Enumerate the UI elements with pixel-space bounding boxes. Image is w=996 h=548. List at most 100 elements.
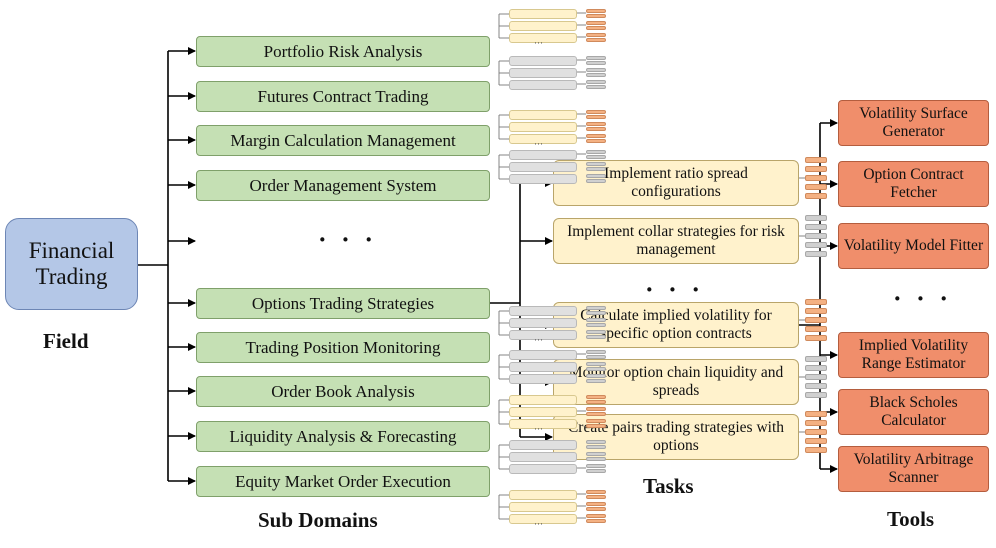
tool-option-contract-fetcher: Option Contract Fetcher xyxy=(838,161,989,207)
tool-label: Volatility Arbitrage Scanner xyxy=(853,451,974,486)
faded-tool-node xyxy=(805,215,827,221)
faded-task-node xyxy=(509,502,577,512)
faded-task-node xyxy=(509,21,577,31)
faded-tool-node xyxy=(586,374,606,378)
task-label: Implement collar strategies for risk man… xyxy=(567,223,785,258)
tool-label: Option Contract Fetcher xyxy=(863,166,964,201)
faded-tool-node xyxy=(805,184,827,190)
sub-domain-options-trading-strategies: Options Trading Strategies xyxy=(196,288,490,319)
faded-tool-node xyxy=(805,356,827,362)
sub-domain-label: Margin Calculation Management xyxy=(230,130,456,150)
tool-label: Implied Volatility Range Estimator xyxy=(858,337,969,372)
faded-tool-node xyxy=(586,38,606,42)
faded-tool-node xyxy=(805,335,827,341)
faded-tool-node xyxy=(805,411,827,417)
faded-task-node xyxy=(509,440,577,450)
task-label: Create pairs trading strategies with opt… xyxy=(567,419,785,454)
faded-tool-node xyxy=(586,162,606,166)
faded-tool-node xyxy=(805,166,827,172)
faded-tool-node xyxy=(586,335,606,339)
faded-task-node xyxy=(509,452,577,462)
faded-tool-node xyxy=(586,424,606,428)
faded-tool-node xyxy=(586,110,606,114)
faded-tool-node xyxy=(586,311,606,315)
faded-tool-node xyxy=(805,308,827,314)
faded-tool-node xyxy=(586,306,606,310)
tool-ellipsis: · · · xyxy=(893,284,953,313)
faded-task-node xyxy=(509,464,577,474)
faded-tool-node xyxy=(586,155,606,159)
faded-task-node xyxy=(509,122,577,132)
faded-task-node xyxy=(509,490,577,500)
faded-tool-node xyxy=(586,139,606,143)
faded-tool-node xyxy=(586,80,606,84)
faded-tool-node xyxy=(805,251,827,257)
faded-task-node xyxy=(509,110,577,120)
tasks-caption: Tasks xyxy=(643,474,694,498)
faded-tool-node xyxy=(805,429,827,435)
faded-tool-node xyxy=(586,464,606,468)
faded-tool-node xyxy=(586,9,606,13)
faded-task-node xyxy=(509,80,577,90)
faded-task-node xyxy=(509,350,577,360)
faded-tool-node xyxy=(805,193,827,199)
faded-tool-node xyxy=(805,326,827,332)
faded-tool-node xyxy=(586,330,606,334)
sub-domain-portfolio-risk-analysis: Portfolio Risk Analysis xyxy=(196,36,490,67)
faded-task-node xyxy=(509,9,577,19)
faded-tool-node xyxy=(586,174,606,178)
sub-domain-order-book-analysis: Order Book Analysis xyxy=(196,376,490,407)
tool-volatility-arbitrage-scanner: Volatility Arbitrage Scanner xyxy=(838,446,989,492)
faded-tool-node xyxy=(586,323,606,327)
faded-tool-node xyxy=(586,14,606,18)
faded-tool-node xyxy=(805,447,827,453)
faded-tool-node xyxy=(805,365,827,371)
faded-tool-node xyxy=(805,242,827,248)
faded-tool-node xyxy=(586,362,606,366)
faded-tool-node xyxy=(586,469,606,473)
faded-tool-node xyxy=(586,367,606,371)
faded-tool-node xyxy=(586,407,606,411)
faded-tool-node xyxy=(805,420,827,426)
faded-tool-node xyxy=(805,438,827,444)
faded-tool-node xyxy=(586,134,606,138)
faded-tool-node xyxy=(586,33,606,37)
faded-tool-node xyxy=(586,440,606,444)
faded-tool-node xyxy=(805,392,827,398)
faded-tool-node xyxy=(586,179,606,183)
faded-task-node xyxy=(509,318,577,328)
faded-task-node xyxy=(509,150,577,160)
faded-tool-node xyxy=(586,507,606,511)
sub-domain-order-management-system: Order Management System xyxy=(196,170,490,201)
faded-tool-node xyxy=(586,457,606,461)
faded-tool-node xyxy=(586,452,606,456)
faded-task-node xyxy=(509,514,577,524)
faded-tool-node xyxy=(586,61,606,65)
sub-domain-label: Liquidity Analysis & Forecasting xyxy=(229,426,457,446)
tool-label: Volatility Surface Generator xyxy=(859,105,968,140)
faded-tool-node xyxy=(586,490,606,494)
faded-task-node xyxy=(509,330,577,340)
task-label: Calculate implied volatility for specifi… xyxy=(580,307,772,342)
sub-domain-label: Order Book Analysis xyxy=(271,381,415,401)
sub-domain-label: Trading Position Monitoring xyxy=(245,337,441,357)
tool-volatility-model-fitter: Volatility Model Fitter xyxy=(838,223,989,269)
faded-tool-node xyxy=(586,412,606,416)
sub-domain-label: Equity Market Order Execution xyxy=(235,471,451,491)
faded-task-node xyxy=(509,56,577,66)
faded-task-node xyxy=(509,374,577,384)
faded-task-node xyxy=(509,419,577,429)
field-node: Financial Trading xyxy=(5,218,138,310)
tools-caption: Tools xyxy=(887,507,935,531)
faded-tool-node xyxy=(586,355,606,359)
faded-tool-node xyxy=(586,167,606,171)
faded-tool-node xyxy=(805,175,827,181)
faded-ellipsis: ··· xyxy=(534,38,543,48)
faded-tool-node xyxy=(586,56,606,60)
faded-task-node xyxy=(509,395,577,405)
faded-tool-node xyxy=(586,400,606,404)
faded-task-node xyxy=(509,407,577,417)
sub-domain-equity-market-order-execution: Equity Market Order Execution xyxy=(196,466,490,497)
field-caption: Field xyxy=(43,329,89,353)
